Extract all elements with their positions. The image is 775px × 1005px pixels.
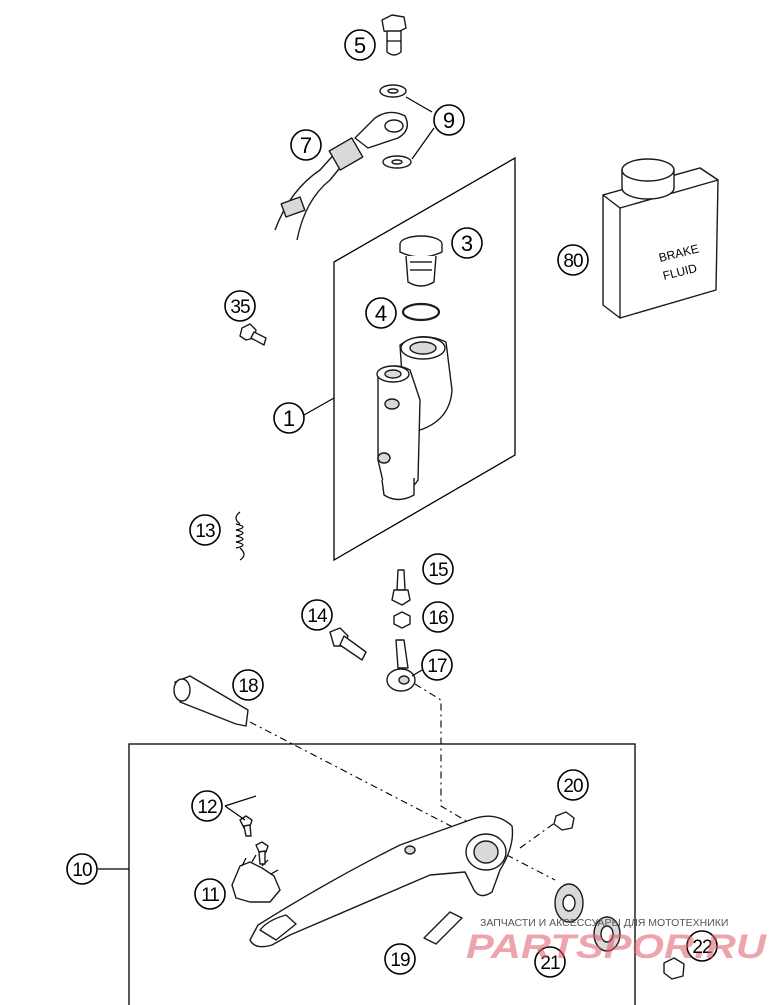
callout-21[interactable]: 21: [534, 946, 566, 978]
svg-text:3: 3: [461, 231, 473, 256]
watermark-text: ЗАПЧАСТИ И АКСЕССУАРЫ ДЛЯ МОТОТЕХНИКИ: [480, 917, 728, 929]
svg-text:21: 21: [540, 953, 560, 974]
callout-1[interactable]: 1: [273, 402, 305, 434]
pedal-tip: [231, 854, 281, 903]
callout-19[interactable]: 19: [384, 943, 416, 975]
svg-text:35: 35: [230, 297, 250, 318]
pedal-tip-screws: [224, 795, 269, 865]
callout-20[interactable]: 20: [557, 769, 589, 801]
assembly-line-pin: [249, 721, 556, 881]
svg-text:12: 12: [197, 797, 217, 818]
brake-pedal-group-frame: [128, 743, 636, 1005]
callout-14[interactable]: 14: [301, 599, 333, 631]
svg-text:15: 15: [428, 560, 448, 581]
pedal-bearings: [554, 883, 621, 952]
callout-3[interactable]: 3: [451, 227, 483, 259]
svg-text:11: 11: [201, 885, 219, 906]
callout-22[interactable]: 22: [686, 930, 718, 962]
svg-text:19: 19: [390, 950, 410, 971]
assembly-line-clevis: [414, 683, 479, 829]
o-ring: [401, 302, 441, 322]
svg-text:1: 1: [283, 406, 295, 431]
hex-nut-16: [393, 611, 411, 629]
callout-5[interactable]: 5: [344, 29, 376, 61]
svg-text:7: 7: [300, 133, 312, 158]
svg-text:17: 17: [427, 656, 447, 677]
clevis: [386, 639, 416, 692]
sealing-washers: [379, 84, 435, 169]
callout-9[interactable]: 9: [433, 104, 465, 136]
clevis-pin: [423, 911, 463, 945]
return-spring: [235, 511, 245, 561]
assembly-line-nut: [519, 821, 557, 849]
svg-text:4: 4: [375, 301, 387, 326]
master-cylinder: [376, 336, 453, 501]
callout-10[interactable]: 10: [66, 853, 98, 885]
callout-11[interactable]: 11: [194, 878, 226, 910]
callout-17[interactable]: 17: [421, 649, 453, 681]
svg-text:5: 5: [354, 33, 366, 58]
callout-15[interactable]: 15: [422, 553, 454, 585]
callout-13[interactable]: 13: [189, 514, 221, 546]
callout-12[interactable]: 12: [191, 790, 223, 822]
brake-pedal: [249, 815, 514, 948]
master-cylinder-group-frame: [333, 156, 516, 562]
brake-fluid-can: BRAKE FLUID: [602, 158, 719, 319]
callout-80[interactable]: 80: [557, 244, 589, 276]
screw-small: [239, 323, 267, 346]
reservoir-plug: [399, 235, 443, 287]
leader-1: [303, 397, 335, 416]
leader-17: [411, 669, 423, 677]
svg-text:80: 80: [563, 251, 583, 272]
svg-text:9: 9: [443, 108, 455, 133]
svg-text:22: 22: [692, 937, 712, 958]
pivot-bolt: [329, 627, 367, 661]
svg-text:14: 14: [307, 606, 328, 627]
svg-text:13: 13: [195, 521, 215, 542]
callout-16[interactable]: 16: [422, 601, 454, 633]
brake-hose: [274, 111, 408, 241]
svg-text:10: 10: [72, 860, 92, 881]
hex-nut-22: [663, 957, 685, 980]
callout-18[interactable]: 18: [232, 669, 264, 701]
watermark-logo: PARTSPOR.RU: [466, 928, 768, 966]
svg-text:16: 16: [428, 608, 448, 629]
callout-4[interactable]: 4: [365, 297, 397, 329]
pushrod: [391, 569, 411, 606]
svg-text:18: 18: [238, 676, 258, 697]
banjo-bolt: [381, 14, 407, 56]
callout-35[interactable]: 35: [224, 290, 256, 322]
svg-text:20: 20: [563, 776, 583, 797]
pedal-pivot-pin: [173, 675, 249, 727]
hex-nut-20: [553, 811, 575, 831]
callout-7[interactable]: 7: [290, 129, 322, 161]
